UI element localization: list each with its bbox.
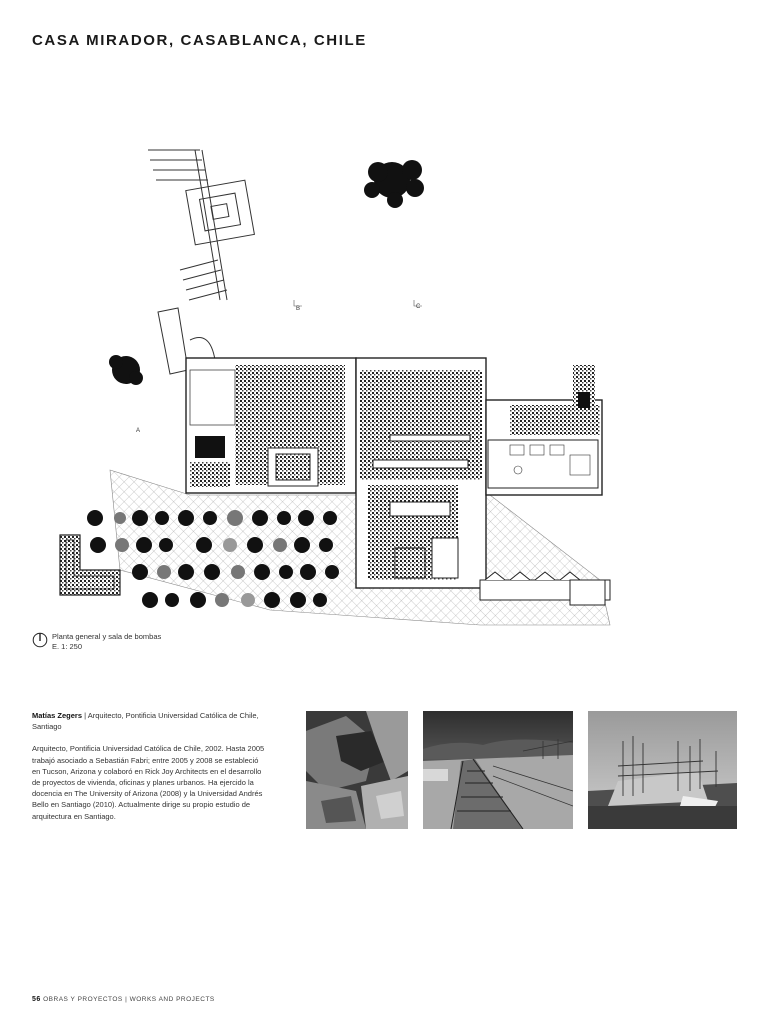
section-c-top: C xyxy=(416,304,421,310)
page-number: 56 xyxy=(32,996,41,1003)
architect-name: Matías Zegers xyxy=(32,711,83,720)
section-b-top: B xyxy=(296,306,300,312)
bio-separator: | xyxy=(82,711,88,720)
page-footer: 56 OBRAS Y PROYECTOS | WORKS AND PROJECT… xyxy=(32,996,215,1003)
architect-bio: Matías Zegers | Arquitecto, Pontificia U… xyxy=(32,710,267,833)
page-title: CASA MIRADOR, CASABLANCA, CHILE xyxy=(32,32,367,49)
plan-caption-scale: E. 1: 250 xyxy=(52,642,83,651)
bio-text: Arquitecto, Pontificia Universidad Catól… xyxy=(32,744,265,821)
north-arrow-icon xyxy=(32,632,48,648)
architect-affiliation: Arquitecto, Pontificia Universidad Catól… xyxy=(32,711,259,732)
site-plan-drawing: B C A A B C xyxy=(40,140,654,630)
tree-top xyxy=(364,160,424,208)
orchard-row-1 xyxy=(87,510,337,526)
plan-caption: Planta general y sala de bombas E. 1: 25… xyxy=(32,632,161,652)
photo-concrete-detail xyxy=(306,711,408,829)
section-a-left: A xyxy=(136,428,140,434)
photo-steel-deck xyxy=(423,711,573,829)
photo-construction-frame xyxy=(588,711,737,829)
footer-text: OBRAS Y PROYECTOS | WORKS AND PROJECTS xyxy=(40,996,215,1003)
plan-caption-title: Planta general y sala de bombas xyxy=(52,632,162,641)
